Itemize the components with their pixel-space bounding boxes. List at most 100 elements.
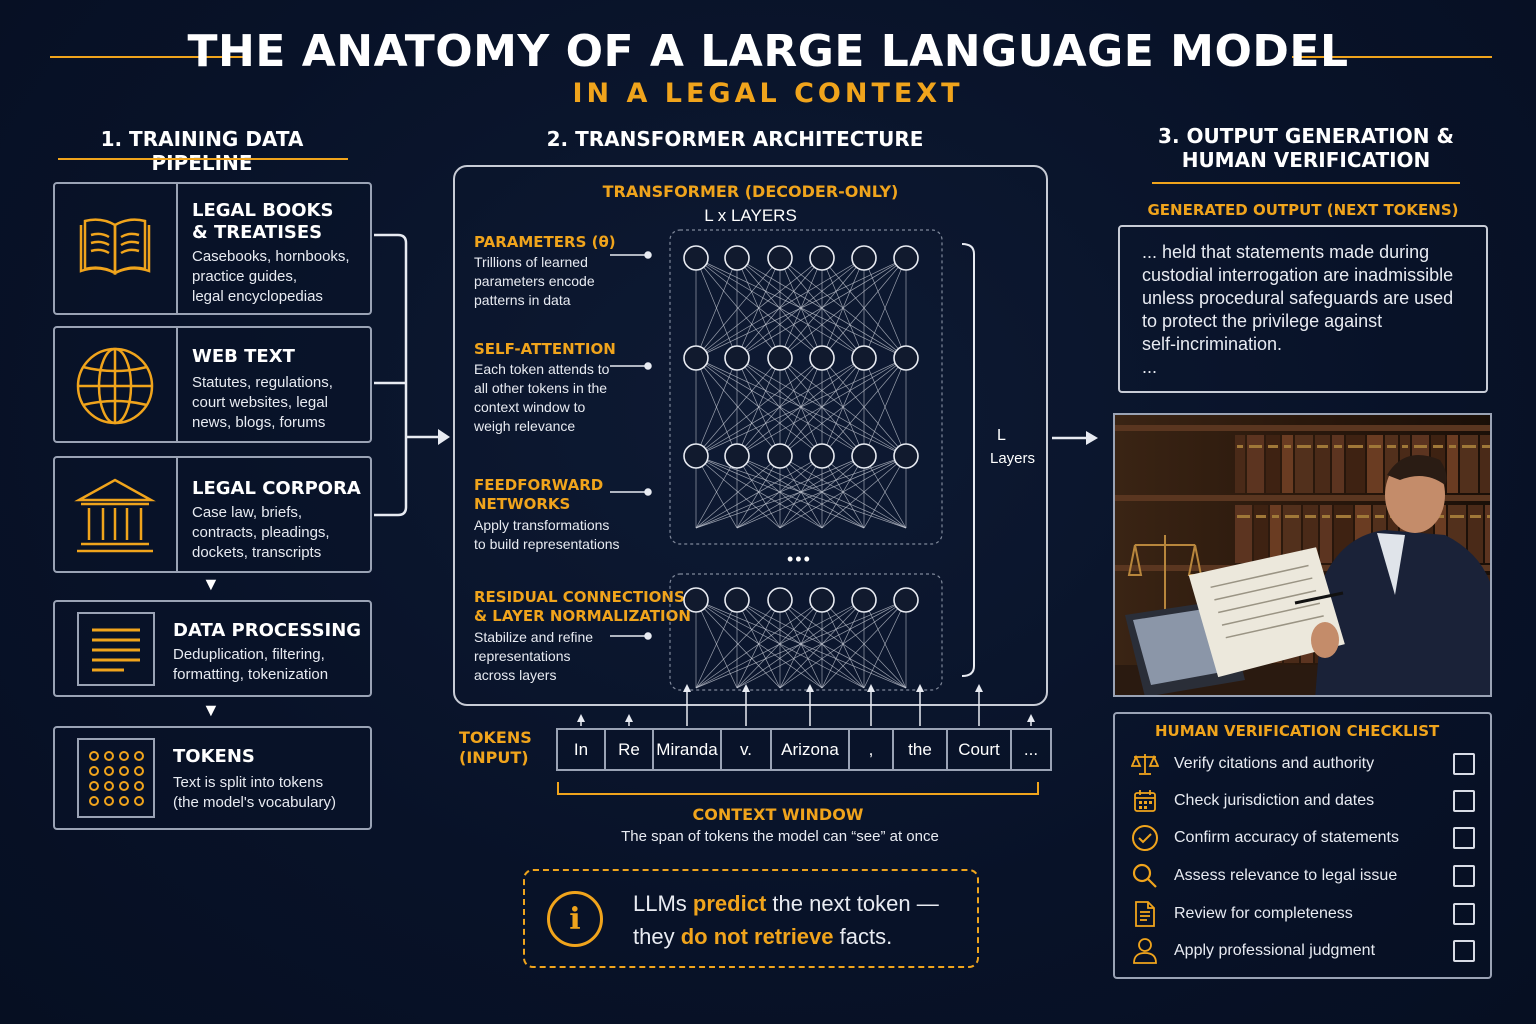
neuron-node <box>893 443 919 469</box>
output-arrow <box>1052 431 1098 445</box>
source-text-corpora: Case law, briefs, contracts, pleadings, … <box>192 504 330 561</box>
checklist-checkbox[interactable] <box>1453 753 1475 775</box>
component-title-self-attention: SELF-ATTENTION <box>474 340 616 358</box>
checklist-item[interactable]: Verify citations and authority <box>1130 749 1475 779</box>
layers-side-label: Layers <box>990 450 1036 467</box>
processing-card: DATA PROCESSING Deduplication, filtering… <box>53 600 372 697</box>
component-text-feedforward: Apply transformations to build represent… <box>474 517 620 552</box>
token-cell: the <box>892 728 948 771</box>
checklist-item[interactable]: Check jurisdiction and dates <box>1130 786 1475 816</box>
neuron-node <box>851 345 877 371</box>
source-title-corpora: LEGAL CORPORA <box>192 478 361 499</box>
transformer-box <box>453 165 1048 706</box>
checklist-item[interactable]: Assess relevance to legal issue <box>1130 861 1475 891</box>
transformer-box-title: TRANSFORMER (DECODER-ONLY) <box>602 182 899 201</box>
section1-rule <box>58 158 348 160</box>
courthouse-icon <box>65 466 165 566</box>
arrow-down-1: ▼ <box>202 574 220 594</box>
layers-side-label-l: L <box>997 427 1006 444</box>
sources-bracket-arrow <box>374 233 450 517</box>
neuron-node <box>809 587 835 613</box>
checklist-item[interactable]: Confirm accuracy of statements <box>1130 823 1475 853</box>
callout-line-2: they do not retrieve facts. <box>633 924 893 949</box>
section2-heading: 2. TRANSFORMER ARCHITECTURE <box>546 127 924 151</box>
neuron-node <box>767 345 793 371</box>
processing-text: Deduplication, filtering, formatting, to… <box>173 646 329 683</box>
neuron-node <box>683 443 709 469</box>
section3-heading: 3. OUTPUT GENERATION & HUMAN VERIFICATIO… <box>1158 124 1454 172</box>
neuron-node <box>767 245 793 271</box>
component-title-parameters: PARAMETERS (θ) <box>474 233 616 251</box>
neuron-node <box>809 245 835 271</box>
page-title: THE ANATOMY OF A LARGE LANGUAGE MODEL <box>187 26 1349 77</box>
checklist-checkbox[interactable] <box>1453 865 1475 887</box>
checklist-checkbox[interactable] <box>1453 790 1475 812</box>
source-card-books: LEGAL BOOKS & TREATISES Casebooks, hornb… <box>53 182 372 315</box>
person-icon <box>1130 936 1160 966</box>
token-cell: Arizona <box>770 728 850 771</box>
open-book-icon <box>65 198 165 298</box>
callout-line-1: LLMs predict the next token — <box>633 891 939 916</box>
token-cell: In <box>556 728 606 771</box>
arrow-down-2: ▼ <box>202 700 220 720</box>
checklist-checkbox[interactable] <box>1453 903 1475 925</box>
component-text-residual: Stabilize and refine representations acr… <box>474 629 594 683</box>
checklist-item-label: Assess relevance to legal issue <box>1174 867 1398 884</box>
component-pointers <box>610 251 652 640</box>
key-insight-callout: i LLMs predict the next token — they do … <box>523 869 979 968</box>
generated-output-text: ... held that statements made during cus… <box>1142 242 1454 377</box>
scales-icon <box>1130 749 1160 779</box>
neuron-node <box>683 587 709 613</box>
context-window-text: The span of tokens the model can “see” a… <box>621 828 939 845</box>
neuron-node <box>851 245 877 271</box>
source-card-web: WEB TEXT Statutes, regulations, court we… <box>53 326 372 443</box>
title-rule-left <box>50 56 250 58</box>
source-title-books: LEGAL BOOKS & TREATISES <box>192 200 334 243</box>
component-title-feedforward: FEEDFORWARD NETWORKS <box>474 476 604 513</box>
token-cell: v. <box>720 728 772 771</box>
checklist-item[interactable]: Apply professional judgment <box>1130 936 1475 966</box>
token-cell: Re <box>604 728 654 771</box>
checklist-checkbox[interactable] <box>1453 940 1475 962</box>
source-text-books: Casebooks, hornbooks, practice guides, l… <box>192 248 350 305</box>
token-grid-icon <box>77 738 155 818</box>
globe-icon <box>65 336 165 436</box>
component-text-parameters: Trillions of learned parameters encode p… <box>474 254 595 308</box>
info-icon: i <box>547 891 603 947</box>
output-label: GENERATED OUTPUT (NEXT TOKENS) <box>1147 201 1459 219</box>
document-icon <box>1130 899 1160 929</box>
neuron-node <box>851 443 877 469</box>
tokens-input-label: TOKENS (INPUT) <box>459 728 532 767</box>
neuron-node <box>724 245 750 271</box>
layers-bracket <box>961 243 975 677</box>
neuron-node <box>724 345 750 371</box>
checklist-item-label: Check jurisdiction and dates <box>1174 792 1375 809</box>
verification-checklist <box>1113 712 1492 979</box>
source-text-web: Statutes, regulations, court websites, l… <box>192 374 333 431</box>
neuron-node <box>893 245 919 271</box>
checklist-checkbox[interactable] <box>1453 827 1475 849</box>
context-window-title: CONTEXT WINDOW <box>692 805 864 824</box>
checklist-item-label: Apply professional judgment <box>1174 942 1376 959</box>
document-lines-icon <box>77 612 155 686</box>
tokens-card: TOKENS Text is split into tokens (the mo… <box>53 726 372 830</box>
page-subtitle: IN A LEGAL CONTEXT <box>572 78 964 109</box>
neuron-node <box>893 345 919 371</box>
processing-title: DATA PROCESSING <box>173 620 362 641</box>
token-cell: , <box>848 728 894 771</box>
neuron-node <box>851 587 877 613</box>
neural-network-diagram <box>669 229 943 691</box>
neuron-node <box>809 443 835 469</box>
tokens-title: TOKENS <box>173 746 255 767</box>
component-title-residual: RESIDUAL CONNECTIONS & LAYER NORMALIZATI… <box>474 588 691 625</box>
neuron-node <box>683 245 709 271</box>
token-cell: Court <box>946 728 1012 771</box>
neuron-node <box>724 443 750 469</box>
section1-heading: 1. TRAINING DATA PIPELINE <box>100 127 304 175</box>
token-cell: ... <box>1010 728 1052 771</box>
check-circle-icon <box>1130 823 1160 853</box>
source-title-web: WEB TEXT <box>192 346 295 367</box>
section3-rule <box>1152 182 1460 184</box>
checklist-item[interactable]: Review for completeness <box>1130 899 1475 929</box>
checklist-item-label: Verify citations and authority <box>1174 755 1375 772</box>
